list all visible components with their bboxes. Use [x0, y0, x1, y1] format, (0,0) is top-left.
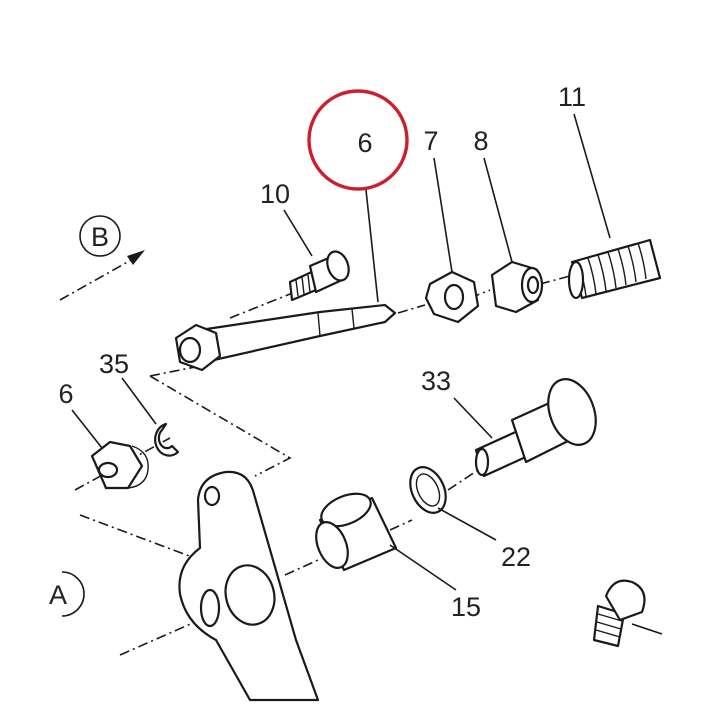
axis-15-to-22	[389, 519, 413, 531]
leader-15	[389, 544, 457, 591]
nut-6-left-bore	[97, 461, 119, 479]
axis-arm-to-15	[284, 559, 319, 576]
axis-view-b	[59, 254, 141, 301]
part-8-cap-nut	[490, 260, 544, 314]
view-b-circle	[79, 215, 121, 257]
label-part-11: 11	[558, 82, 586, 112]
bolt-lead	[631, 623, 663, 635]
leader-lines	[71, 113, 611, 591]
label-part-6-top: 6	[357, 128, 372, 158]
leader-11	[573, 113, 611, 239]
axis-shaft-to-7	[397, 304, 426, 314]
part-11-spring	[567, 238, 662, 300]
part-10-stud	[288, 250, 350, 302]
arm-main-bore	[224, 564, 276, 626]
axis-nut-to-arm	[79, 514, 201, 561]
axis-22-to-33	[447, 469, 479, 491]
arm-bracket	[178, 470, 320, 702]
arm-slot	[199, 588, 221, 628]
leader-33	[453, 397, 493, 439]
nut-6-left-body	[90, 440, 144, 490]
shaft-body	[198, 303, 397, 364]
axis-8-to-11	[539, 275, 571, 285]
sleeve-end	[315, 521, 349, 569]
arm-top-hole	[203, 485, 221, 507]
stud-head	[326, 250, 350, 282]
label-part-35: 35	[99, 349, 129, 379]
sleeve-top	[320, 492, 372, 528]
view-a-marker: A	[49, 571, 85, 617]
label-part-15: 15	[451, 592, 481, 622]
leader-10	[283, 209, 313, 257]
pin-end	[474, 447, 490, 477]
part-7-hex-nut	[424, 270, 480, 324]
part-35-e-ring	[154, 422, 180, 457]
e-ring-body	[154, 422, 180, 457]
bolt-thread-lines	[595, 613, 623, 638]
shaft-groove	[351, 308, 355, 329]
axis-arm-lower	[119, 599, 246, 656]
leader-35	[121, 377, 157, 425]
view-b-arrowhead	[127, 250, 145, 265]
part-33-pin	[474, 378, 597, 478]
o-ring-inner	[415, 473, 441, 507]
part-15-sleeve	[315, 492, 398, 572]
nut-6-left-washer	[127, 445, 149, 489]
highlight-circle	[307, 89, 409, 191]
shaft-step	[317, 312, 321, 337]
label-part-10: 10	[260, 179, 290, 209]
leader-6-left	[71, 409, 103, 449]
pin-flange	[547, 378, 597, 446]
view-b-label: B	[91, 222, 109, 252]
leader-7	[433, 157, 453, 273]
part-6-shaft	[174, 303, 397, 372]
part-labels: 6 7 8 11 10 35 6 33 22 15	[58, 82, 586, 622]
carriage-bolt	[592, 579, 663, 648]
shaft-head-bore	[178, 336, 202, 364]
view-a-circle	[61, 571, 85, 617]
leader-8	[483, 157, 513, 263]
bolt-head	[604, 579, 646, 622]
nut-7-bore	[443, 283, 465, 311]
label-part-7: 7	[423, 126, 438, 156]
axis-shaft-to-arm	[149, 375, 292, 477]
label-part-6-left: 6	[58, 379, 73, 409]
axis-10-to-shaft	[229, 289, 301, 319]
label-part-22: 22	[501, 542, 531, 572]
stud-thread-lines	[295, 274, 311, 297]
nut-8-bore	[526, 275, 540, 295]
label-part-33: 33	[421, 366, 451, 396]
part-6-left-nut	[90, 440, 149, 490]
spring-end	[567, 260, 585, 300]
part-22-o-ring	[409, 466, 447, 514]
view-a-label: A	[49, 580, 67, 610]
axis-shaft-left	[149, 365, 201, 377]
leader-6-top	[365, 189, 379, 303]
view-b-marker: B	[79, 215, 145, 265]
label-part-8: 8	[473, 126, 488, 156]
leader-22	[437, 507, 497, 541]
